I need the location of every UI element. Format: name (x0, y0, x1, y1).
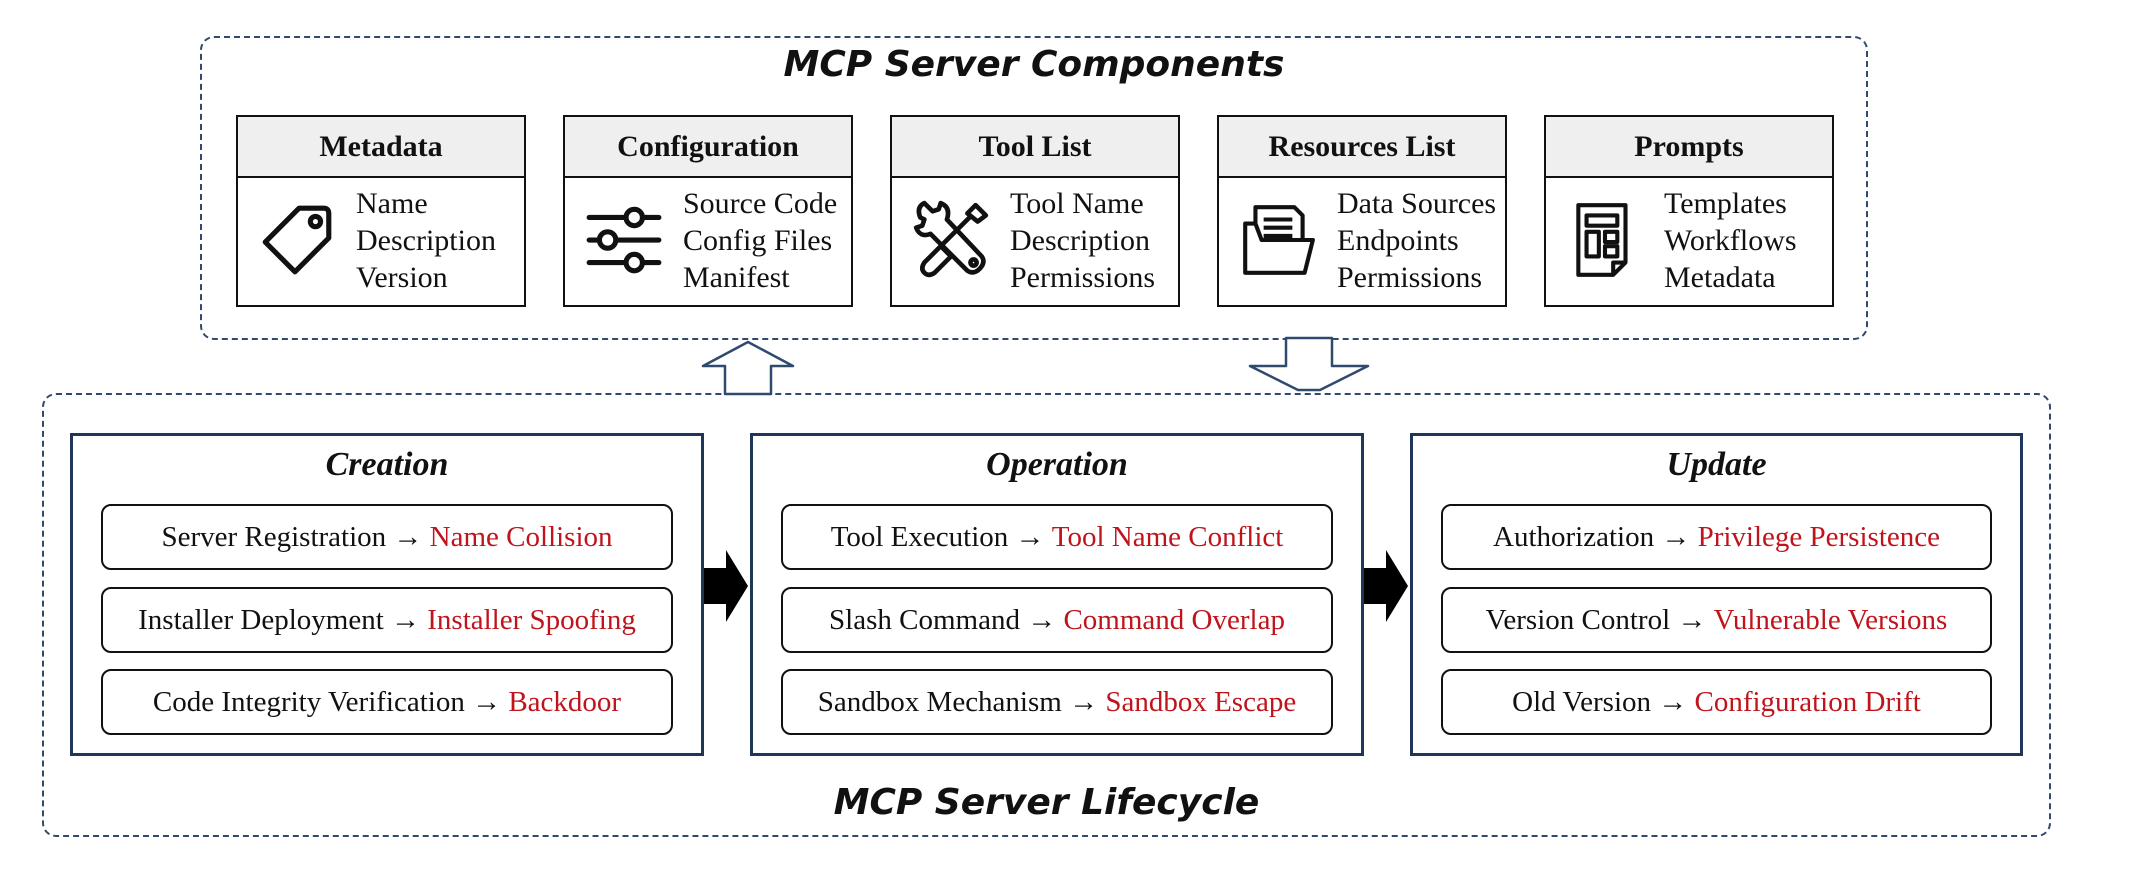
card-item: Version (356, 261, 448, 294)
card-items: Tool Name Description Permissions (1010, 185, 1155, 296)
risk-item: Sandbox Mechanism → Sandbox Escape (781, 669, 1333, 735)
risk-threat: Configuration Drift (1694, 685, 1921, 718)
phase-title: Operation (986, 446, 1128, 483)
card-items: Data Sources Endpoints Permissions (1337, 185, 1496, 296)
creation-to-operation-arrow (704, 550, 748, 622)
card-item: Permissions (1010, 261, 1156, 294)
lifecycle-group (42, 393, 2051, 837)
card-metadata: Metadata Name Description Version (236, 115, 526, 307)
risk-item: Tool Execution → Tool Name Conflict (781, 504, 1333, 570)
card-item: Description (1010, 224, 1150, 257)
risk-item: Code Integrity Verification → Backdoor (101, 669, 673, 735)
risk-item: Server Registration → Name Collision (101, 504, 673, 570)
components-title: MCP Server Components (783, 44, 1285, 85)
sliders-icon (586, 206, 662, 274)
card-item: Source Code (683, 187, 838, 220)
risk-step: Server Registration → (161, 520, 423, 553)
risk-threat: Backdoor (508, 685, 622, 718)
card-title: Metadata (238, 117, 524, 178)
card-item: Templates (1664, 187, 1787, 220)
risk-threat: Installer Spoofing (427, 603, 636, 636)
risk-item: Version Control → Vulnerable Versions (1441, 587, 1992, 653)
phase-title: Creation (325, 446, 449, 483)
card-item: Workflows (1664, 224, 1797, 257)
card-tool-list: Tool List Tool Name Description Permissi… (890, 115, 1180, 307)
phase-operation: Operation Tool Execution → Tool Name Con… (750, 433, 1364, 756)
card-title: Prompts (1546, 117, 1832, 178)
card-items: Templates Workflows Metadata (1664, 185, 1797, 296)
risk-item: Authorization → Privilege Persistence (1441, 504, 1992, 570)
risk-step: Sandbox Mechanism → (817, 685, 1099, 718)
lifecycle-title: MCP Server Lifecycle (833, 782, 1260, 823)
card-item: Manifest (683, 261, 790, 294)
card-item: Permissions (1337, 261, 1483, 294)
up-hollow-arrow (701, 340, 795, 396)
down-hollow-arrow (1248, 336, 1370, 392)
risk-step: Old Version → (1512, 685, 1688, 718)
risk-threat: Sandbox Escape (1105, 685, 1297, 718)
risk-threat: Command Overlap (1063, 603, 1285, 636)
card-item: Data Sources (1337, 187, 1497, 220)
risk-threat: Tool Name Conflict (1051, 520, 1284, 553)
card-title: Configuration (565, 117, 851, 178)
card-resources-list: Resources List Data Sources Endpoints Pe… (1217, 115, 1507, 307)
card-prompts: Prompts Templates Workflows Metadata (1544, 115, 1834, 307)
risk-step: Tool Execution → (830, 520, 1045, 553)
card-items: Source Code Config Files Manifest (683, 185, 837, 296)
risk-threat: Vulnerable Versions (1713, 603, 1948, 636)
template-document-icon (1576, 203, 1628, 277)
risk-item: Installer Deployment → Installer Spoofin… (101, 587, 673, 653)
risk-step: Slash Command → (829, 603, 1057, 636)
folder-documents-icon (1243, 205, 1315, 275)
risk-threat: Name Collision (429, 520, 613, 553)
risk-item: Slash Command → Command Overlap (781, 587, 1333, 653)
risk-threat: Privilege Persistence (1697, 520, 1940, 553)
card-item: Tool Name (1010, 187, 1144, 220)
card-item: Endpoints (1337, 224, 1459, 257)
card-item: Name (356, 187, 428, 220)
card-item: Metadata (1664, 261, 1776, 294)
card-item: Description (356, 224, 496, 257)
tag-icon (262, 205, 332, 275)
risk-step: Installer Deployment → (138, 603, 420, 636)
risk-step: Authorization → (1493, 520, 1691, 553)
risk-step: Version Control → (1485, 603, 1707, 636)
risk-step: Code Integrity Verification → (152, 685, 502, 718)
operation-to-update-arrow (1364, 550, 1408, 622)
phase-title: Update (1666, 446, 1767, 483)
card-title: Resources List (1219, 117, 1505, 178)
wrench-screwdriver-icon (913, 200, 989, 278)
card-title: Tool List (892, 117, 1178, 178)
risk-item: Old Version → Configuration Drift (1441, 669, 1992, 735)
card-items: Name Description Version (356, 185, 496, 296)
components-group (200, 36, 1868, 340)
card-item: Config Files (683, 224, 833, 257)
phase-creation: Creation Server Registration → Name Coll… (70, 433, 704, 756)
phase-update: Update Authorization → Privilege Persist… (1410, 433, 2023, 756)
card-configuration: Configuration Source Code Config Files M… (563, 115, 853, 307)
